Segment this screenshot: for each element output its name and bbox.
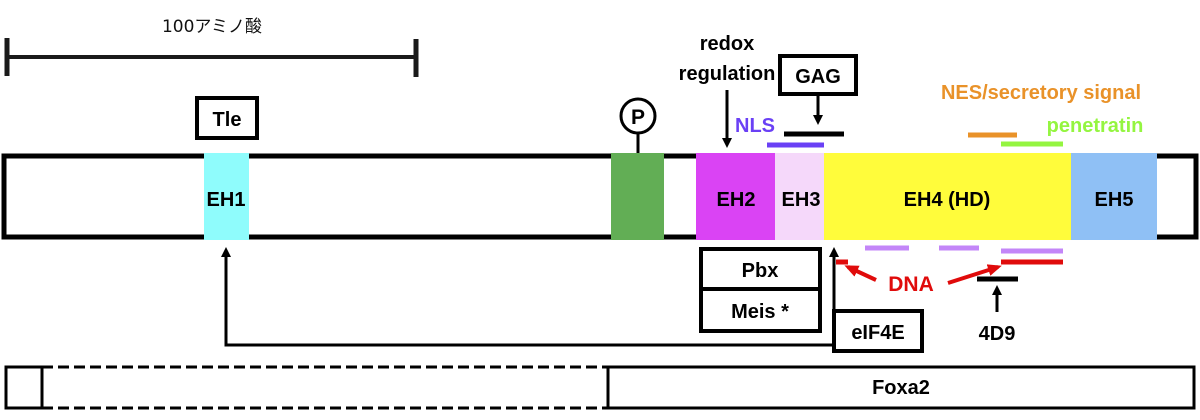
meis-label: Meis * (731, 301, 789, 323)
pbx-label: Pbx (742, 260, 779, 282)
domain-eh3 (775, 153, 824, 240)
domain-eh4-label: EH4 (HD) (904, 189, 991, 211)
domain-eh2-label: EH2 (717, 189, 756, 211)
foxa2-protein: Foxa2 (4, 365, 1196, 410)
phospho-icon: P (619, 97, 657, 153)
tle-box (195, 96, 259, 140)
eif4e-box (832, 309, 924, 353)
scale-bar: 100アミノ酸 (4, 17, 419, 77)
domain-eh1 (204, 153, 249, 240)
redox-label-line1: redox (700, 33, 754, 55)
domain-eh3-label: EH3 (782, 189, 821, 211)
domain-eh2 (696, 153, 775, 240)
nls-label: NLS (735, 115, 775, 137)
gag-box (778, 54, 858, 96)
dna-label: DNA (888, 273, 934, 296)
domain-phospho-site (611, 153, 664, 240)
foxa2-box (606, 365, 1196, 410)
4d9-label: 4D9 (979, 323, 1016, 345)
eif4e-label: eIF4E (851, 322, 904, 344)
dna-arrow-left (844, 265, 877, 282)
gag-label: GAG (795, 66, 841, 88)
foxa2-label: Foxa2 (872, 377, 930, 399)
foxa2-eh1-connector (221, 247, 834, 347)
phospho-label: P (631, 106, 645, 129)
scale-bar-label: 100アミノ酸 (162, 17, 262, 37)
tle-label: Tle (213, 109, 242, 131)
domain-eh5 (1071, 153, 1157, 240)
dna-arrow-right (947, 264, 1002, 285)
meis-box (699, 287, 822, 333)
nes-label: NES/secretory signal (941, 82, 1141, 104)
pbx-box (699, 247, 822, 291)
penetratin-label: penetratin (1047, 115, 1144, 137)
domain-eh5-label: EH5 (1095, 189, 1134, 211)
redox-label-line2: regulation (679, 63, 776, 85)
domain-eh1-label: EH1 (207, 189, 246, 211)
domain-eh4 (824, 153, 1071, 240)
